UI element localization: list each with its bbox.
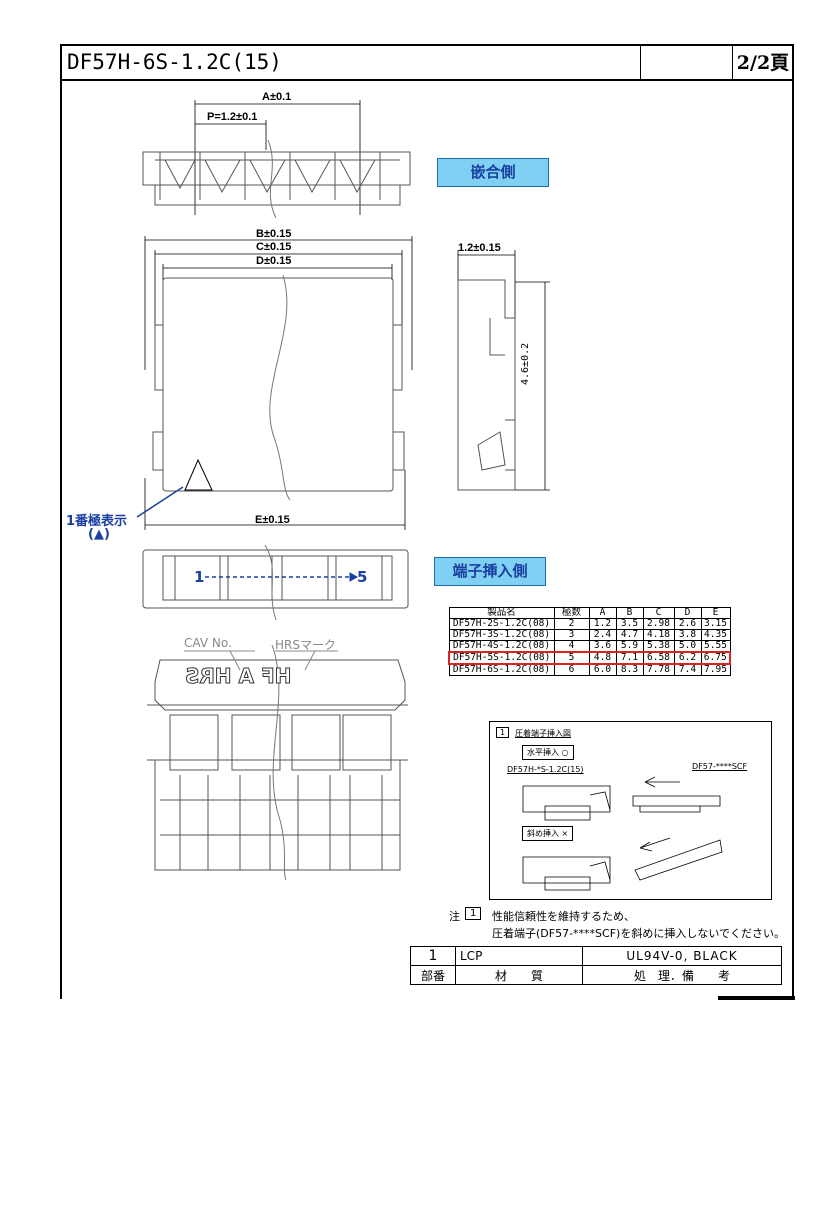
spec-cell: 7.78 (642, 663, 675, 676)
spec-cell: DF57H-2S-1.2C(08) (448, 618, 555, 630)
table-row: 1 LCP UL94V-0, BLACK (410, 946, 782, 966)
dim-width: 1.2±0.15 (458, 242, 501, 254)
note-num: 1 (465, 907, 482, 920)
terminal-side-label: 端子挿入側 (434, 557, 546, 586)
dim-d: D±0.15 (256, 255, 292, 267)
spec-cell: 2 (553, 618, 590, 630)
mating-side-label: 嵌合側 (437, 158, 549, 187)
spec-cell: 7.1 (615, 651, 644, 665)
frame-end-mark (718, 996, 795, 1000)
spec-cell: 5.55 (700, 640, 731, 653)
spec-cell: 7.95 (700, 663, 731, 676)
header-treatment: 処 理．備 考 (582, 965, 782, 985)
spec-cell: 4 (553, 640, 590, 653)
spec-cell: 2.6 (673, 618, 702, 630)
spec-cell: 6 (553, 663, 590, 676)
dim-a: A±0.1 (262, 91, 292, 103)
cav-no-label: CAV No. (184, 636, 232, 650)
spec-cell: 6.75 (700, 651, 731, 665)
horizontal-ok-label: 水平挿入 ○ (522, 745, 574, 760)
pin1-label: 1番極表示 (66, 514, 128, 529)
note-line-2: 圧着端子(DF57-****SCF)を斜めに挿入しないでください。 (492, 927, 786, 940)
spec-cell: 6.2 (673, 651, 702, 665)
dim-height: 4.6±0.2 (520, 342, 531, 385)
dim-c: C±0.15 (256, 241, 292, 253)
connector-drawing (136, 100, 723, 891)
title-blank-cell (640, 46, 733, 79)
cav-start: 1 (194, 568, 205, 586)
spec-cell: 4.18 (642, 629, 675, 641)
spec-cell: 1.2 (588, 618, 617, 630)
spec-cell: 5.9 (615, 640, 644, 653)
spec-cell: 5.0 (673, 640, 702, 653)
spec-cell: 3.8 (673, 629, 702, 641)
spec-header: A (588, 607, 617, 619)
drawing-frame: DF57H-6S-1.2C(15) 2/2頁 (60, 44, 794, 999)
spec-header: 製品名 (448, 607, 555, 619)
spec-cell: 3 (553, 629, 590, 641)
spec-cell: DF57H-6S-1.2C(08) (448, 663, 555, 676)
inset-title: 圧着端子挿入図 (515, 729, 571, 738)
spec-header-row: 製品名 極数 A B C D E (448, 607, 731, 619)
spec-cell: 4.7 (615, 629, 644, 641)
drawing-title: DF57H-6S-1.2C(15) (67, 50, 282, 74)
terminal-ref: DF57-****SCF (692, 762, 748, 771)
header-part: 部番 (410, 965, 456, 985)
spec-header: D (673, 607, 702, 619)
spec-header: B (615, 607, 644, 619)
cav-end: 5 (357, 568, 368, 586)
material-value: LCP (455, 946, 583, 966)
page-number: 2/2頁 (732, 46, 793, 79)
dim-e: E±0.15 (255, 514, 290, 526)
spec-cell: 2.98 (642, 618, 675, 630)
dim-p: P=1.2±0.1 (207, 111, 258, 123)
pin1-mark: (▲) (88, 527, 110, 542)
spec-cell: DF57H-4S-1.2C(08) (448, 640, 555, 653)
title-bar: DF57H-6S-1.2C(15) 2/2頁 (62, 46, 792, 81)
table-row: 部番 材 質 処 理．備 考 (410, 965, 782, 985)
inset-title-num: 1 (496, 727, 510, 738)
hrs-mark-label: HRSマーク (275, 638, 336, 652)
spec-cell: 4.35 (700, 629, 731, 641)
spec-cell: 6.0 (588, 663, 617, 676)
spec-cell: DF57H-5S-1.2C(08) (448, 651, 555, 665)
spec-cell: 3.5 (615, 618, 644, 630)
spec-cell: 5 (553, 651, 590, 665)
spec-cell: 5.38 (642, 640, 675, 653)
engraved-marks: HF A HRS (185, 664, 292, 689)
spec-cell: 8.3 (615, 663, 644, 676)
note-prefix: 注 (449, 910, 460, 923)
spec-header: 極数 (553, 607, 590, 619)
housing-ref: DF57H-*S-1.2C(15) (507, 765, 584, 774)
part-number: 1 (410, 946, 456, 966)
spec-cell: 2.4 (588, 629, 617, 641)
spec-cell: 7.4 (673, 663, 702, 676)
note-line-1: 性能信頼性を維持するため、 (492, 910, 635, 923)
material-table: 1 LCP UL94V-0, BLACK 部番 材 質 処 理．備 考 (410, 946, 782, 985)
spec-cell: 4.8 (588, 651, 617, 665)
dim-b: B±0.15 (256, 228, 292, 240)
spec-cell: 6.58 (642, 651, 675, 665)
insertion-diagram (489, 721, 772, 900)
spec-cell: 3.15 (700, 618, 731, 630)
diagonal-ng-label: 斜め挿入 × (522, 826, 574, 841)
header-material: 材 質 (455, 965, 583, 985)
treatment-value: UL94V-0, BLACK (582, 946, 782, 966)
spec-header: C (642, 607, 675, 619)
spec-cell: 3.6 (588, 640, 617, 653)
spec-cell: DF57H-3S-1.2C(08) (448, 629, 555, 641)
spec-header: E (700, 607, 731, 619)
